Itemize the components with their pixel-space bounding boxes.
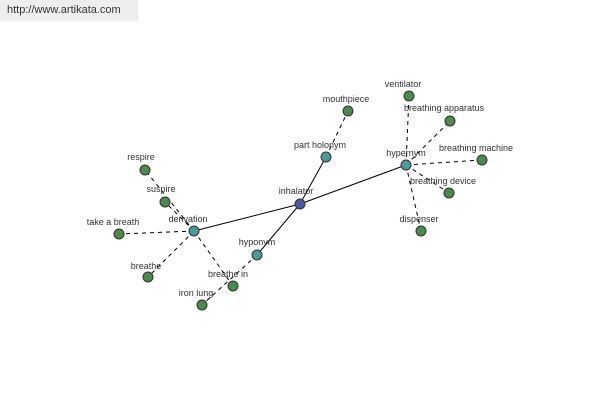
node-label-ventilator[interactable]: ventilator [385, 79, 422, 89]
node-label-hypernym[interactable]: hypernym [386, 148, 426, 158]
node-respire[interactable] [139, 164, 151, 176]
node-label-suspire[interactable]: suspire [146, 184, 175, 194]
edge-derivation-to-breathe-in [193, 230, 234, 287]
node-breathing-device[interactable] [443, 187, 455, 199]
node-breathe-in[interactable] [227, 280, 239, 292]
edge-hypernym-to-breathing-device [405, 164, 450, 194]
edge-hypernym-to-dispenser [405, 164, 422, 232]
site-url-banner[interactable]: http://www.artikata.com [0, 0, 138, 21]
node-label-inhalator[interactable]: inhalator [279, 186, 314, 196]
node-breathing-apparatus[interactable] [444, 115, 456, 127]
node-label-take-a-breath[interactable]: take a breath [87, 217, 140, 227]
edge-derivation-to-breathe [147, 230, 195, 278]
edge-derivation-to-take-a-breath [118, 230, 195, 235]
edge-hypernym-to-ventilator [405, 95, 410, 166]
node-inhalator[interactable] [294, 198, 306, 210]
edge-inhalator-to-hyponym [256, 203, 301, 256]
node-mouthpiece[interactable] [342, 105, 354, 117]
node-part-holonym[interactable] [320, 151, 332, 163]
node-label-dispenser[interactable]: dispenser [399, 214, 438, 224]
node-label-breathe-in[interactable]: breathe in [208, 269, 248, 279]
node-take-a-breath[interactable] [113, 228, 125, 240]
node-label-breathe[interactable]: breathe [131, 261, 162, 271]
node-derivation[interactable] [188, 225, 200, 237]
node-dispenser[interactable] [415, 225, 427, 237]
node-label-respire[interactable]: respire [127, 152, 155, 162]
node-label-breathing-apparatus[interactable]: breathing apparatus [404, 103, 485, 113]
node-label-iron-lung[interactable]: iron lung [179, 288, 214, 298]
node-label-mouthpiece[interactable]: mouthpiece [323, 94, 370, 104]
edge-derivation-to-suspire [164, 201, 195, 232]
edge-derivation-to-respire [144, 169, 195, 232]
node-breathing-machine[interactable] [476, 154, 488, 166]
node-label-part-holonym[interactable]: part holonym [294, 140, 346, 150]
node-label-breathing-device[interactable]: breathing device [410, 176, 476, 186]
node-label-derivation[interactable]: derivation [168, 214, 207, 224]
edges-layer [118, 95, 483, 306]
node-iron-lung[interactable] [196, 299, 208, 311]
labels-layer: inhalator part holonym hypernym derivation h… [87, 79, 513, 298]
edge-hypernym-to-breathing-apparatus [405, 120, 451, 166]
edge-part-holonym-to-mouthpiece [325, 110, 349, 158]
node-ventilator[interactable] [403, 90, 415, 102]
nodes-layer [113, 90, 488, 311]
edge-inhalator-to-derivation [193, 203, 301, 232]
node-label-hyponym[interactable]: hyponym [239, 237, 276, 247]
edge-hypernym-to-breathing-machine [405, 159, 483, 166]
node-hyponym[interactable] [251, 249, 263, 261]
node-suspire[interactable] [159, 196, 171, 208]
edge-inhalator-to-hypernym [299, 164, 407, 205]
node-hypernym[interactable] [400, 159, 412, 171]
node-breathe[interactable] [142, 271, 154, 283]
edge-inhalator-to-part-holonym [299, 156, 327, 205]
node-label-breathing-machine[interactable]: breathing machine [439, 143, 513, 153]
